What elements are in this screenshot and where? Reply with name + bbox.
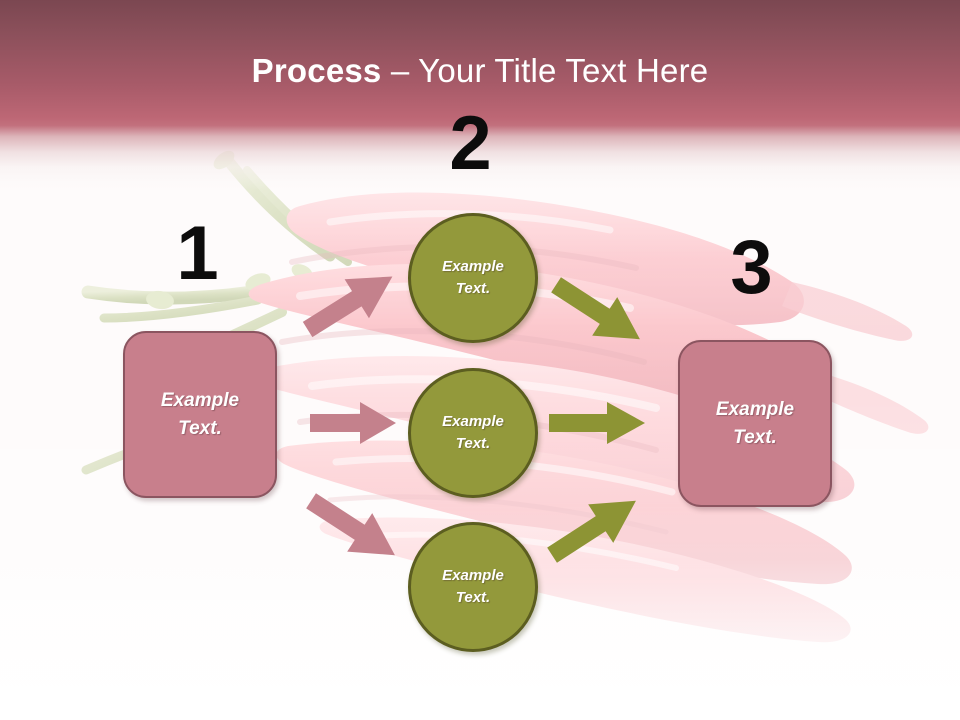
- arrow-shape: [549, 402, 645, 444]
- step-number-1: 1: [176, 211, 218, 296]
- arrow-shape: [310, 402, 396, 444]
- arrow-mid-3-to-end: [540, 481, 649, 574]
- arrow-start-to-mid-3: [299, 481, 408, 574]
- arrow-shape: [551, 277, 640, 340]
- arrow-mid-1-to-end: [544, 265, 653, 358]
- arrow-shape: [302, 276, 393, 338]
- arrow-mid-2-to-end: [549, 402, 645, 444]
- arrow-shape: [306, 493, 395, 556]
- arrow-start-to-mid-2: [310, 402, 396, 444]
- page-title-strong: Process: [251, 52, 382, 89]
- page-title: Process – Your Title Text Here: [0, 52, 960, 90]
- arrow-start-to-mid-1: [295, 257, 404, 349]
- step-number-2: 2: [449, 101, 491, 186]
- arrow-shape: [547, 500, 636, 563]
- step-number-3: 3: [730, 225, 772, 310]
- page-title-light: – Your Title Text Here: [381, 52, 709, 89]
